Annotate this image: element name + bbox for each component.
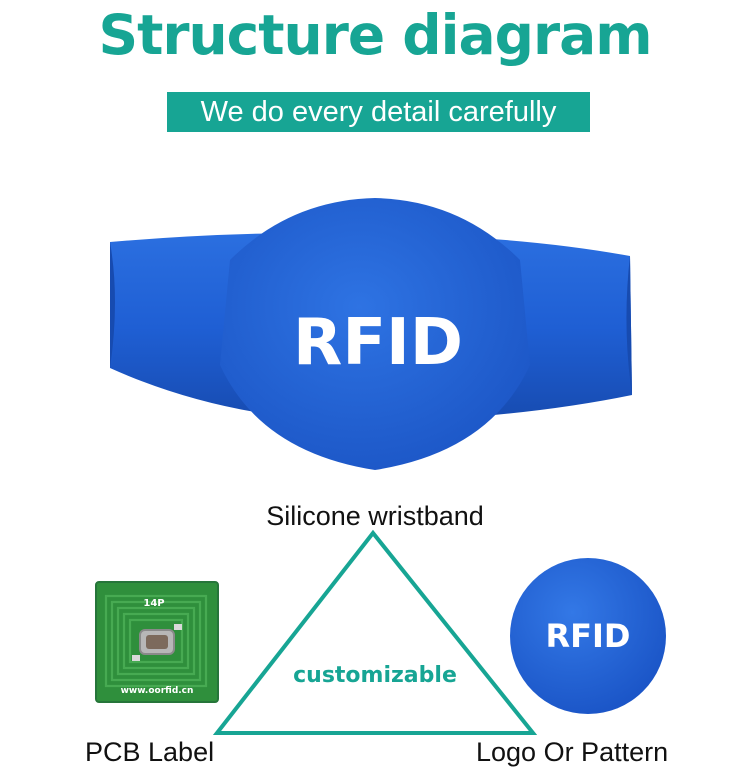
wristband-face [220,198,530,470]
wristband-image: RFID [110,198,632,470]
banner-text: We do every detail carefully [200,96,557,128]
pcb-chip-image: 14P www.oorfid.cn [95,581,219,703]
page-title: Structure diagram [98,3,652,67]
pcb-code: 14P [143,598,164,609]
wristband-logo: RFID [293,306,463,380]
tag-logo: RFID [546,617,631,655]
rfid-tag-image: RFID [510,558,666,714]
subtitle-banner: We do every detail carefully [167,92,590,132]
wristband-caption: Silicone wristband [266,501,484,531]
pcb-url: www.oorfid.cn [121,686,194,696]
logo-pattern-caption: Logo Or Pattern [476,737,669,767]
triangle-outline [212,529,538,735]
customizable-label: customizable [293,663,457,688]
pcb-label-caption: PCB Label [85,737,215,767]
